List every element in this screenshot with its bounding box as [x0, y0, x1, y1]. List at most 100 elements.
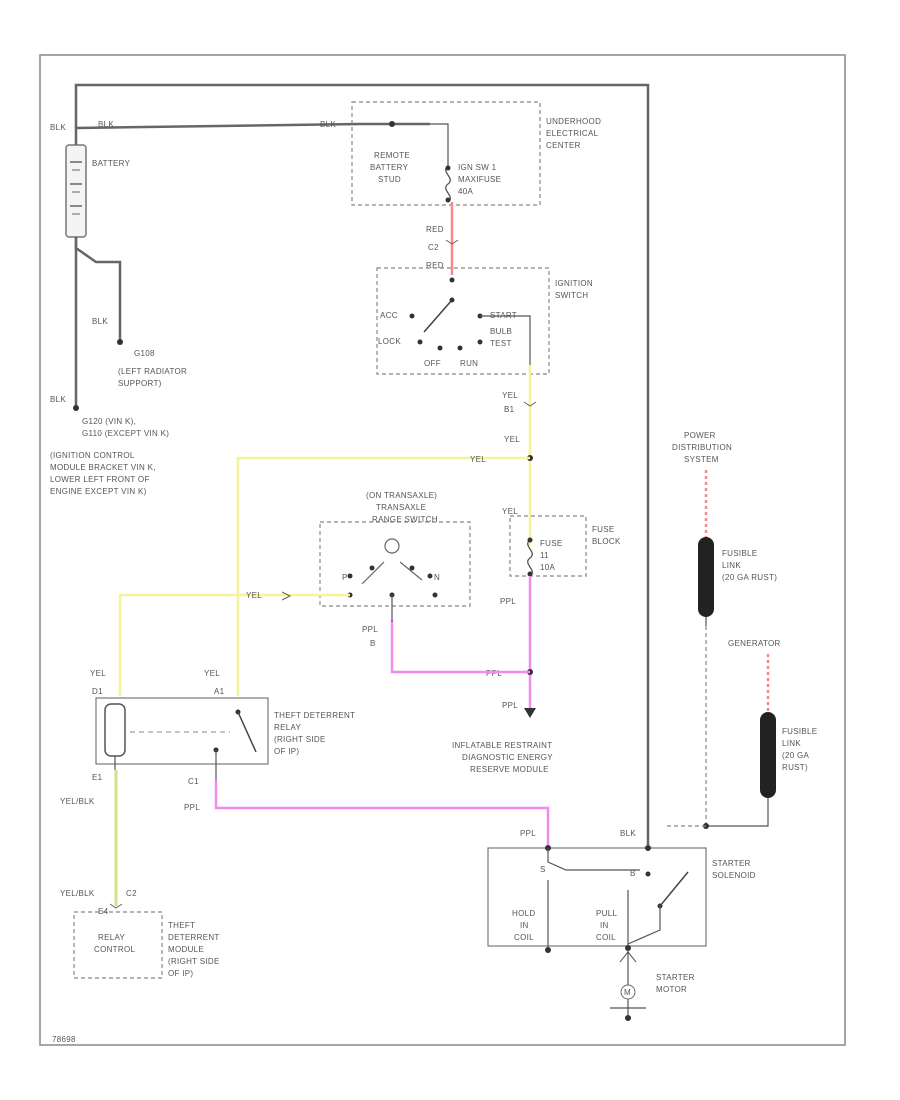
wire-stud-to-fuse [430, 123, 449, 166]
module-box [73, 911, 163, 979]
fusible-link-1-line3: (20 GA RUST) [722, 573, 777, 582]
range-switch-n: N [434, 573, 440, 582]
fusible-link-2-line1: FUSIBLE [782, 727, 817, 736]
hold-coil-line3: COIL [514, 933, 534, 942]
relay-line1: THEFT DETERRENT [274, 711, 355, 720]
relay-conn-e1: E1 [92, 773, 103, 782]
underhood-electrical-center: UNDERHOOD ELECTRICAL CENTER REMOTE BATTE… [351, 101, 601, 206]
remote-stud-line1: REMOTE [374, 151, 410, 160]
fuse-11-num: 11 [540, 551, 549, 560]
wire-ignition-start-out [480, 315, 531, 365]
starter-motor-line1: STARTER [656, 973, 695, 982]
solenoid-contact [659, 871, 689, 907]
theft-deterrent-module: YEL/BLK C2 E4 RELAY CONTROL THEFT DETERR… [60, 889, 220, 979]
relay-conn-a1: A1 [214, 687, 225, 696]
fusible-link-2-line3: (20 GA [782, 751, 810, 760]
relay-wire-ylb: YEL/BLK [60, 797, 95, 806]
ignition-off: OFF [424, 359, 441, 368]
starter-wire-ppl: PPL [520, 829, 536, 838]
fuse-block: FUSE BLOCK FUSE 11 10A YEL [502, 507, 621, 577]
hold-coil-line1: HOLD [512, 909, 535, 918]
starter-wire-blk: BLK [620, 829, 636, 838]
remote-stud-line2: BATTERY [370, 163, 409, 172]
relay-wire-ppl: PPL [184, 803, 200, 812]
underhood-box [351, 101, 541, 206]
starter-motor-m: M [624, 988, 631, 997]
maxifuse-top-dot [445, 165, 451, 171]
diagram-frame [39, 54, 846, 1046]
remote-stud-line3: STUD [378, 175, 401, 184]
range-switch-wire-yel: YEL [246, 591, 262, 600]
relay-wire-yel-right: YEL [204, 669, 220, 678]
maxifuse-bot-dot [445, 197, 451, 203]
module-conn-symbol [109, 903, 123, 909]
wire-ppl-relay-to-starter [214, 780, 550, 845]
wire-battery-top [74, 83, 650, 845]
underhood-wire-red: RED [426, 225, 444, 234]
wire-ppl-range-switch [390, 620, 530, 674]
ignition-line2: SWITCH [555, 291, 588, 300]
battery-wire-blk-3: BLK [320, 120, 336, 129]
airbag-line2: DIAGNOSTIC ENERGY [462, 753, 553, 762]
range-switch-conn-b: B [370, 639, 376, 648]
range-switch-line3: RANGE SWITCH [372, 515, 438, 524]
pull-coil-line3: COIL [596, 933, 616, 942]
remote-stud-terminal [389, 121, 395, 127]
solenoid-s: S [540, 865, 546, 874]
airbag-arrow [524, 708, 536, 718]
module-line5: OF IP) [168, 969, 193, 978]
pull-coil-line1: PULL [596, 909, 617, 918]
fusible-link-2 [760, 712, 776, 798]
hold-coil-line2: IN [520, 921, 529, 930]
solenoid-line1: STARTER [712, 859, 751, 868]
ground-g120-line4: MODULE BRACKET VIN K, [50, 463, 156, 472]
fusible-link-2-line2: LINK [782, 739, 801, 748]
ignition-acc: ACC [380, 311, 398, 320]
relay-line2: RELAY [274, 723, 302, 732]
ignition-run: RUN [460, 359, 478, 368]
theft-deterrent-relay: THEFT DETERRENT RELAY (RIGHT SIDE OF IP)… [90, 669, 355, 786]
module-line2: DETERRENT [168, 933, 220, 942]
module-conn: C2 [126, 889, 137, 898]
module-relay2: CONTROL [94, 945, 135, 954]
power-dist-line1: POWER [684, 431, 716, 440]
starter-solenoid: PPL BLK STARTER SOLENOID S B HOLD IN COI… [487, 829, 756, 953]
starter-motor-line2: MOTOR [656, 985, 687, 994]
transaxle-range-switch: (ON TRANSAXLE) TRANSAXLE RANGE SWITCH P … [319, 491, 471, 607]
starter-ground [625, 1015, 631, 1021]
relay-wire-yel-left: YEL [90, 669, 106, 678]
battery-wire-blk-2: BLK [98, 120, 114, 129]
connector-b1-symbol [523, 401, 537, 407]
ignition-bulb1: BULB [490, 327, 512, 336]
ignition-lock: LOCK [378, 337, 401, 346]
solenoid-line2: SOLENOID [712, 871, 756, 880]
wire-battery-positive [74, 122, 430, 145]
ignition-switch: IGNITION SWITCH ACC LOCK START BULB TEST… [376, 267, 593, 375]
module-line1: THEFT [168, 921, 195, 930]
range-switch-pivot [384, 538, 400, 554]
ignition-conn-b1: B1 [504, 405, 515, 414]
ground-g108-desc1: (LEFT RADIATOR [118, 367, 187, 376]
ground-g120-dot [73, 405, 79, 411]
relay-line4: OF IP) [274, 747, 299, 756]
fuse-block-box [509, 515, 587, 577]
ignition-wire-yel3: YEL [470, 455, 486, 464]
starter-motor-arrow [619, 951, 637, 963]
fusible-link-1-line1: FUSIBLE [722, 549, 757, 558]
fuse-block-wire-yel: YEL [502, 507, 518, 516]
range-switch-line1: (ON TRANSAXLE) [366, 491, 437, 500]
module-line4: (RIGHT SIDE [168, 957, 220, 966]
battery: BATTERY [65, 144, 131, 238]
ground-g108-dot [117, 339, 123, 345]
solenoid-box [487, 847, 707, 947]
wire-yel-range-switch [118, 593, 350, 696]
fuse-block-wire-ppl: PPL [500, 597, 516, 606]
battery-label: BATTERY [92, 159, 131, 168]
footer-code: 78698 [52, 1035, 76, 1044]
module-wire: YEL/BLK [60, 889, 95, 898]
power-dist-line2: DISTRIBUTION [672, 443, 732, 452]
range-switch-line2: TRANSAXLE [376, 503, 426, 512]
fusible-link-1-line2: LINK [722, 561, 741, 570]
range-switch-wire-ppl: PPL [362, 625, 378, 634]
